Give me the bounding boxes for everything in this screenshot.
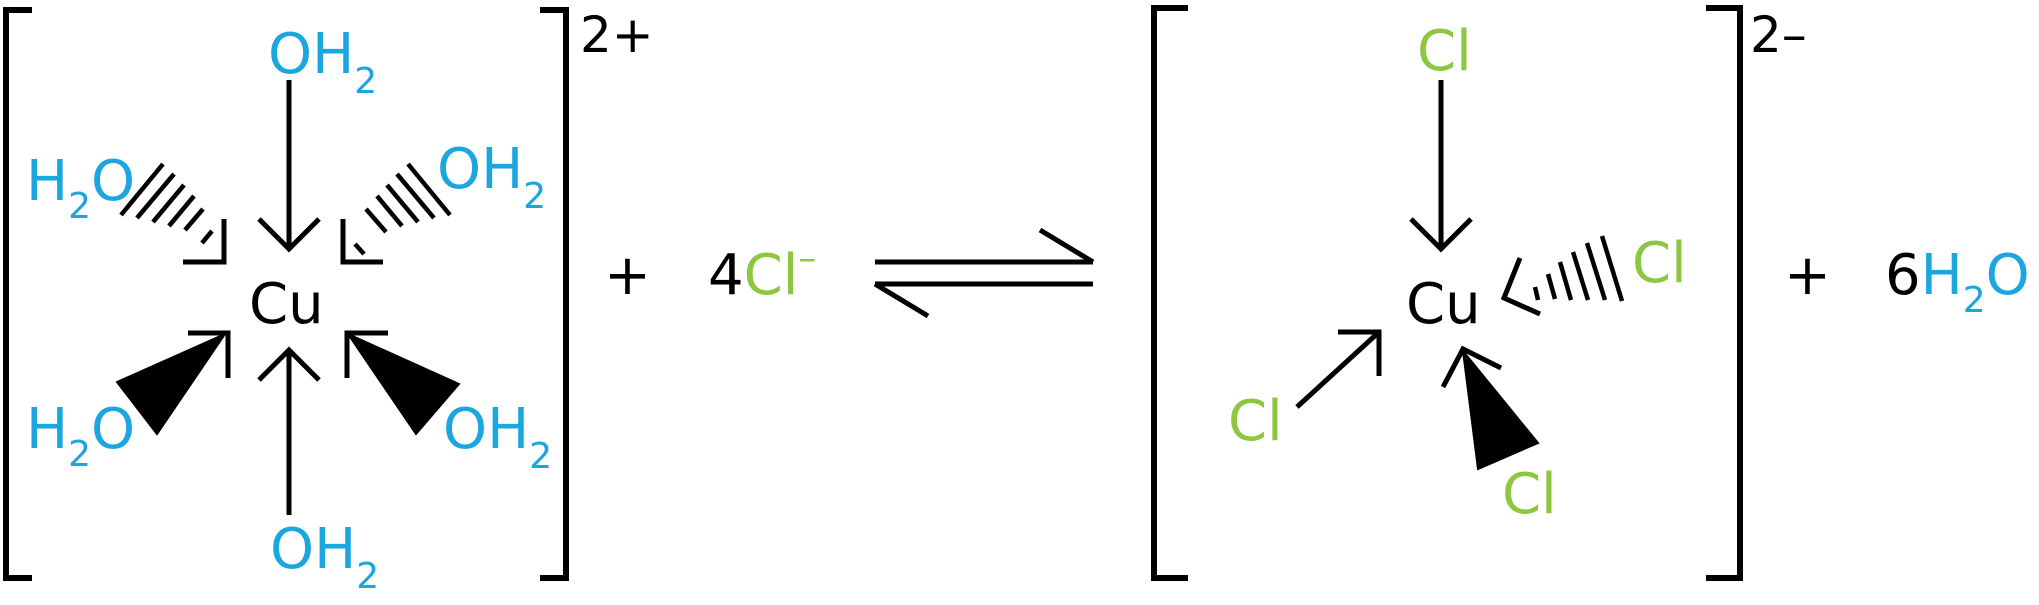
right-complex-charge: 2– — [1750, 6, 1807, 64]
chloride-term: 4Cl– — [708, 238, 816, 308]
chloride-reactant: + 4Cl– — [604, 238, 816, 308]
left-bond-upper-left-hashed — [119, 162, 227, 265]
equilibrium-arrow — [873, 227, 1095, 319]
left-complex-ligand-upper-right: OH2 — [437, 137, 546, 217]
plus-sign-1: + — [604, 243, 651, 308]
right-complex-ligand-top: Cl — [1417, 19, 1472, 84]
right-complex-ligand-bottom: Cl — [1502, 462, 1557, 527]
left-complex-ligand-top: OH2 — [268, 22, 377, 102]
left-complex-ligand-lower-right: OH2 — [443, 397, 552, 477]
right-complex-close-bracket — [1706, 5, 1743, 581]
right-bond-bottom-wedge — [1440, 345, 1540, 471]
left-bond-top — [257, 80, 321, 253]
left-complex-open-bracket — [3, 7, 32, 581]
left-bond-lower-left-wedge — [115, 330, 231, 436]
left-bond-bottom — [257, 346, 321, 515]
right-bond-lower-left — [1295, 329, 1382, 409]
left-complex-charge: 2+ — [580, 6, 654, 64]
left-complex-close-bracket — [540, 7, 569, 581]
right-bond-top — [1409, 80, 1473, 253]
left-complex-ligand-upper-left: H2O — [26, 149, 135, 227]
right-complex-ligand-right: Cl — [1632, 231, 1687, 296]
right-complex-open-bracket — [1151, 5, 1188, 581]
left-complex-ligand-lower-left: H2O — [26, 397, 135, 475]
right-bond-right-hashed — [1500, 235, 1625, 317]
left-complex-ligand-bottom: OH2 — [270, 517, 379, 597]
right-complex: 2– Cu Cl Cl Cl Cl — [1151, 5, 1807, 581]
water-product: + 6H2O — [1784, 243, 2030, 321]
left-bond-upper-right-hashed — [340, 162, 452, 265]
right-complex-ligand-lower-left: Cl — [1228, 389, 1283, 454]
left-complex: 2+ Cu OH2 OH2 H2O OH2 — [3, 6, 654, 597]
plus-sign-2: + — [1784, 243, 1831, 308]
right-complex-center-atom: Cu — [1406, 272, 1481, 337]
left-bond-lower-right-wedge — [344, 330, 461, 436]
left-complex-center-atom: Cu — [249, 272, 324, 337]
water-term: 6H2O — [1885, 243, 2030, 321]
